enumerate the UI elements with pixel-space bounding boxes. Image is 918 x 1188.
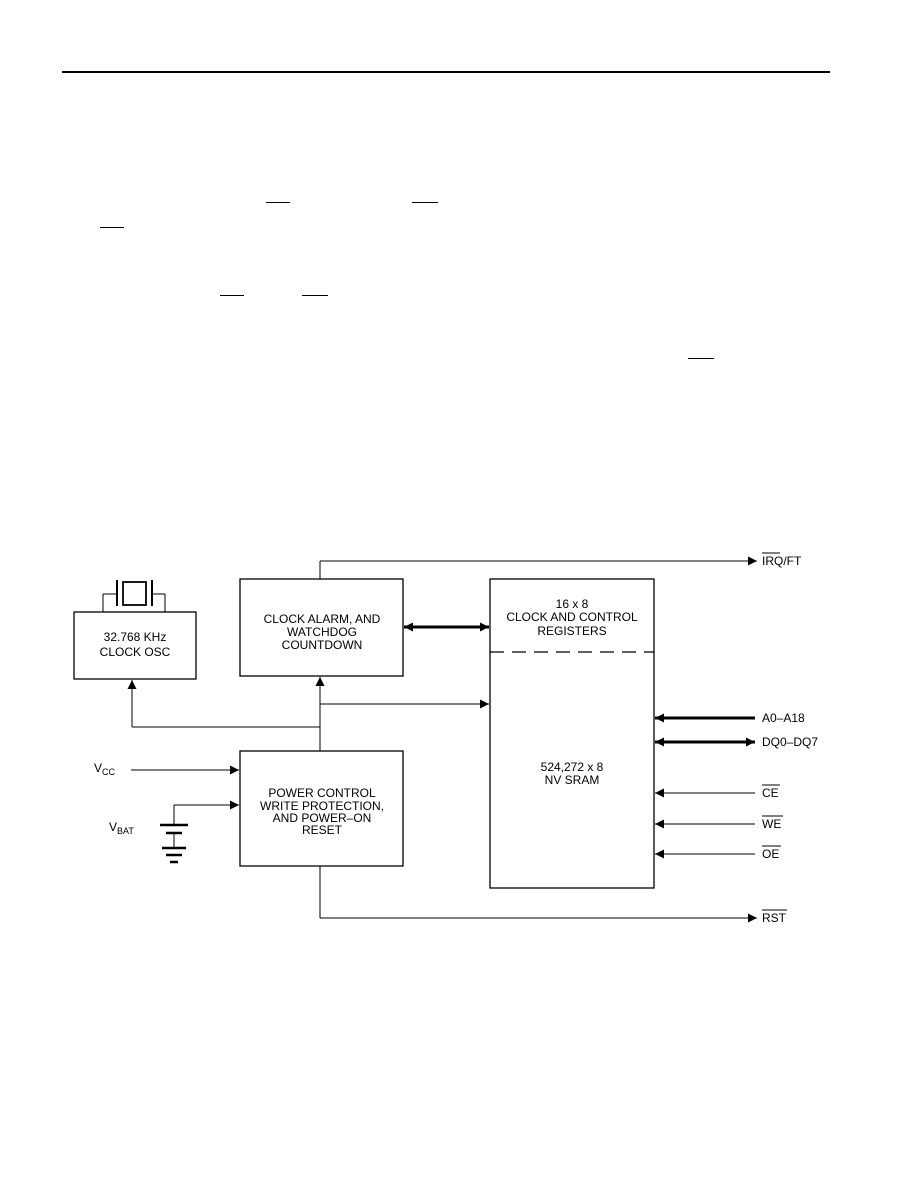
power-distribution (127, 677, 489, 751)
registers-line-1: 16 x 8 (556, 597, 589, 611)
memory-block: 16 x 8 CLOCK AND CONTROL REGISTERS 524,2… (489, 578, 655, 889)
data-bus: DQ0–DQ7 (655, 735, 818, 749)
osc-line-2: CLOCK OSC (100, 645, 171, 659)
overbar-mark (688, 358, 714, 359)
vcc-input: VCC (94, 761, 239, 777)
clock-alarm-block: CLOCK ALARM, AND WATCHDOG COUNTDOWN (239, 578, 404, 677)
overbar-mark (412, 202, 438, 203)
oe-input: OE (655, 845, 781, 861)
vcc-label: VCC (94, 761, 116, 777)
clock-osc-block: 32.768 KHz CLOCK OSC (73, 611, 197, 680)
alarm-line-2: WATCHDOG (287, 625, 357, 639)
irq-line: IRQ/FT (319, 552, 802, 579)
power-line-3: AND POWER–ON (273, 811, 372, 825)
data-label: DQ0–DQ7 (762, 735, 818, 749)
power-line-4: RESET (302, 823, 343, 837)
overbar-mark (220, 295, 244, 296)
power-control-block: POWER CONTROL WRITE PROTECTION, AND POWE… (239, 750, 404, 867)
registers-line-3: REGISTERS (537, 624, 606, 638)
power-line-1: POWER CONTROL (268, 786, 376, 800)
power-line-2: WRITE PROTECTION, (260, 799, 384, 813)
we-label: WE (762, 817, 781, 831)
ce-label: CE (762, 786, 779, 800)
sram-line-2: NV SRAM (545, 773, 600, 787)
header-rule (62, 71, 830, 73)
overbar-mark (266, 202, 290, 203)
rst-label: RST (762, 911, 787, 925)
alarm-line-3: COUNTDOWN (282, 638, 363, 652)
irq-label: IRQ/FT (762, 554, 802, 568)
rst-line: RST (319, 866, 787, 925)
oe-label: OE (762, 847, 779, 861)
registers-line-2: CLOCK AND CONTROL (506, 610, 638, 624)
addr-label: A0–A18 (762, 711, 805, 725)
overbar-mark (302, 295, 328, 296)
sram-line-1: 524,272 x 8 (541, 760, 604, 774)
ce-input: CE (655, 784, 780, 800)
address-bus: A0–A18 (655, 711, 805, 725)
overbar-mark (100, 227, 124, 228)
battery-icon (160, 800, 239, 864)
vbat-label: VBAT (109, 820, 134, 836)
alarm-line-1: CLOCK ALARM, AND (264, 612, 381, 626)
osc-line-1: 32.768 KHz (104, 630, 167, 644)
we-input: WE (655, 815, 783, 831)
crystal-icon (102, 580, 166, 612)
